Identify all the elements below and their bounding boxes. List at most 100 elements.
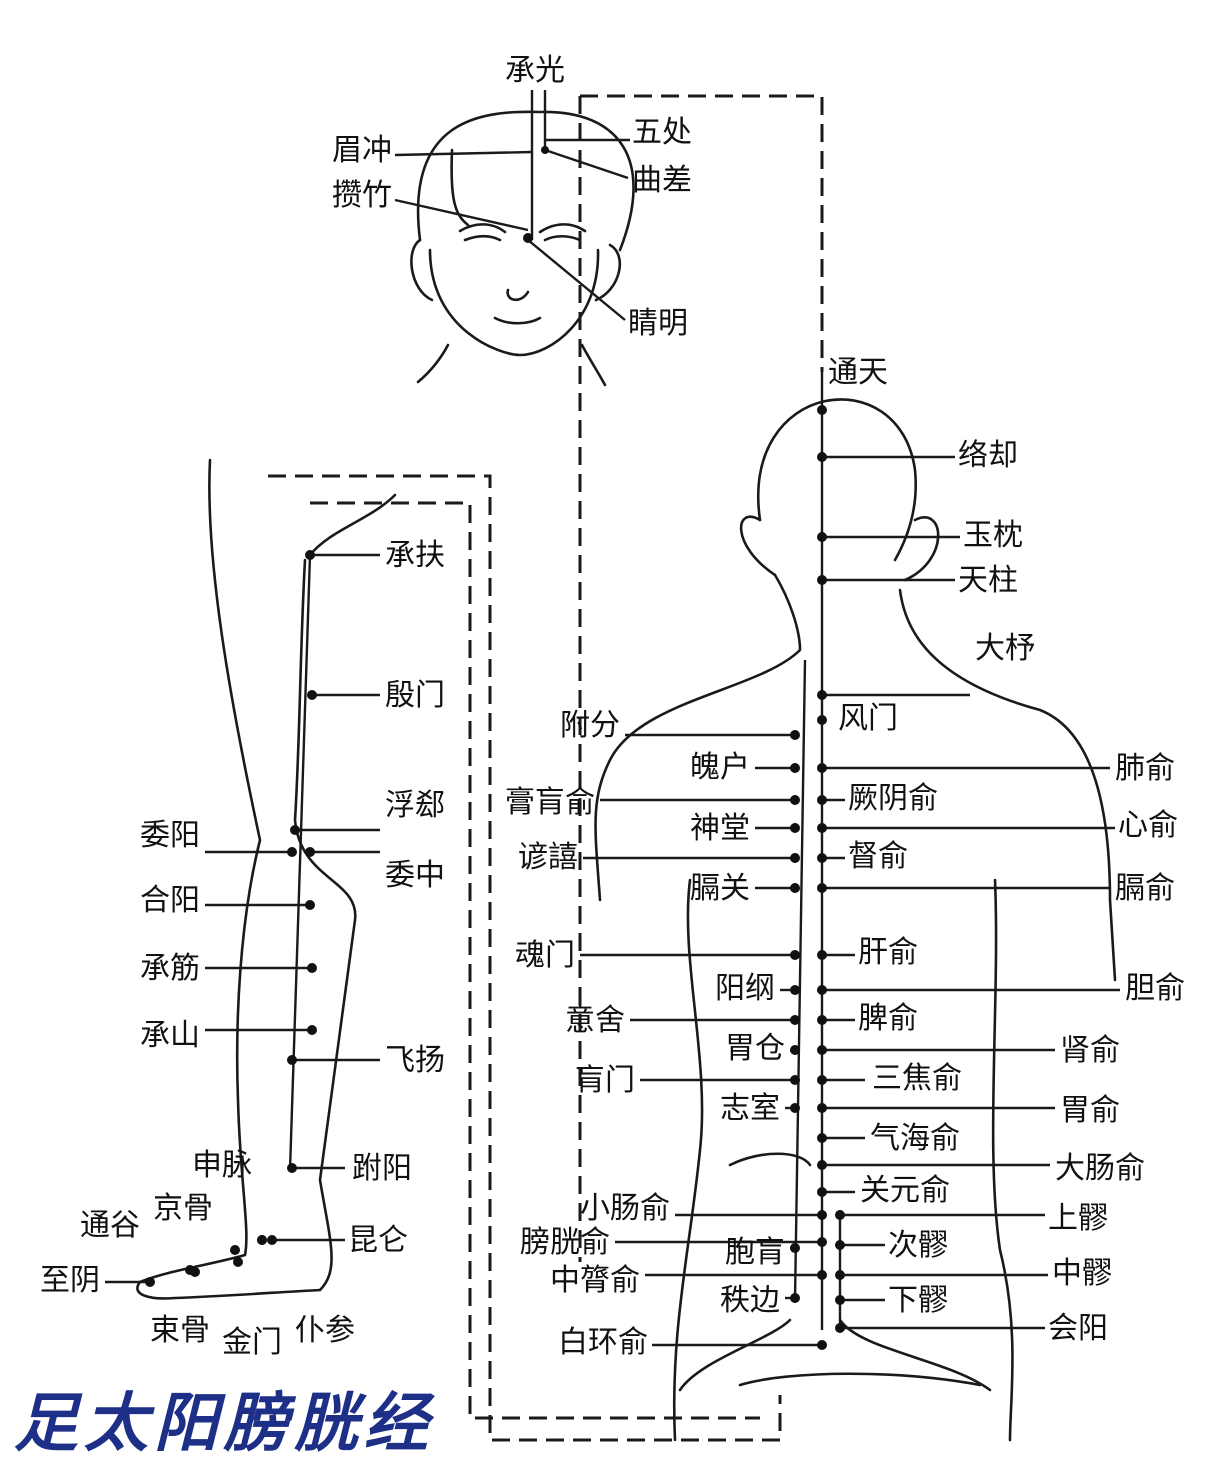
leg-point-13 — [267, 1235, 277, 1245]
back-point-18 — [817, 950, 827, 960]
back-point-40 — [835, 1295, 845, 1305]
leg-label-2: 浮郄 — [385, 788, 445, 823]
leg-label-12: 通谷 — [80, 1208, 140, 1243]
back-point-41 — [817, 1340, 827, 1350]
back-point-0 — [817, 405, 827, 415]
back-label-12: 心俞 — [1118, 808, 1178, 843]
back-point-26 — [817, 1075, 827, 1085]
leg-point-5 — [305, 900, 315, 910]
back-point-34 — [817, 1237, 827, 1247]
head-label-0: 承光 — [505, 53, 565, 88]
back-label-22: 脾俞 — [858, 1001, 918, 1036]
back-label-38: 中髎 — [1052, 1256, 1112, 1291]
back-label-8: 肺俞 — [1115, 751, 1175, 786]
back-label-1: 络却 — [958, 438, 1018, 473]
leg-label-15: 束骨 — [150, 1313, 210, 1348]
leg-label-10: 跗阳 — [352, 1151, 412, 1186]
back-point-29 — [817, 1133, 827, 1143]
back-label-39: 秩边 — [720, 1283, 780, 1318]
back-label-28: 胃俞 — [1060, 1093, 1120, 1128]
back-point-6 — [790, 730, 800, 740]
back-label-15: 膈关 — [690, 871, 750, 906]
back-point-1 — [817, 452, 827, 462]
back-point-17 — [790, 950, 800, 960]
leg-label-4: 委中 — [385, 858, 445, 893]
back-point-5 — [817, 715, 827, 725]
back-label-5: 风门 — [838, 701, 898, 736]
back-point-32 — [817, 1210, 827, 1220]
back-point-25 — [817, 1045, 827, 1055]
back-label-41: 白环俞 — [558, 1325, 648, 1360]
back-point-36 — [835, 1240, 845, 1250]
back-point-16 — [817, 883, 827, 893]
leg-label-1: 殷门 — [385, 678, 445, 713]
leg-label-17: 仆参 — [295, 1313, 355, 1348]
back-point-14 — [817, 853, 827, 863]
head-label-1: 五处 — [632, 115, 692, 150]
leg-point-8 — [287, 1055, 297, 1065]
back-point-33 — [835, 1210, 845, 1220]
back-label-37: 中膂俞 — [550, 1263, 640, 1298]
leg-label-14: 至阴 — [40, 1263, 100, 1298]
back-point-7 — [790, 763, 800, 773]
back-point-12 — [817, 823, 827, 833]
leg-label-0: 承扶 — [385, 538, 445, 573]
back-label-32: 小肠俞 — [580, 1191, 670, 1226]
back-label-2: 玉枕 — [963, 518, 1023, 553]
leg-label-9: 申脉 — [192, 1148, 252, 1183]
back-point-19 — [817, 985, 827, 995]
back-label-21: 意舍 — [565, 1003, 625, 1038]
back-label-7: 魄户 — [690, 750, 750, 785]
back-label-34: 膀胱俞 — [520, 1225, 610, 1260]
back-point-21 — [790, 1015, 800, 1025]
back-label-36: 次髎 — [888, 1228, 948, 1263]
leg-label-3: 委阳 — [140, 818, 200, 853]
back-label-20: 阳纲 — [715, 971, 775, 1006]
head-label-2: 眉冲 — [332, 133, 392, 168]
diagram-title: 足太阳膀胱经 — [14, 1372, 434, 1464]
leg-label-11: 京骨 — [153, 1191, 213, 1226]
back-point-27 — [790, 1103, 800, 1113]
back-label-35: 胞肓 — [725, 1235, 785, 1270]
back-point-9 — [790, 795, 800, 805]
back-label-19: 胆俞 — [1125, 971, 1185, 1006]
back-point-10 — [817, 795, 827, 805]
leg-point-4 — [305, 847, 315, 857]
back-label-14: 督俞 — [848, 839, 908, 874]
back-label-29: 气海俞 — [870, 1121, 960, 1156]
back-label-23: 胃仓 — [725, 1031, 785, 1066]
leg-point-0 — [305, 550, 315, 560]
back-figure — [596, 372, 1115, 1440]
back-label-11: 神堂 — [690, 811, 750, 846]
back-point-2 — [817, 532, 827, 542]
qucha-point — [541, 146, 549, 154]
back-point-13 — [790, 853, 800, 863]
back-point-30 — [817, 1160, 827, 1170]
leg-point-2 — [290, 825, 300, 835]
back-point-22 — [817, 1015, 827, 1025]
leg-point-17 — [257, 1235, 267, 1245]
back-label-24: 肓门 — [575, 1063, 635, 1098]
head-label-4: 攒竹 — [332, 178, 392, 213]
back-point-8 — [817, 763, 827, 773]
back-point-11 — [790, 823, 800, 833]
jingming-point — [523, 233, 533, 243]
leg-label-8: 飞扬 — [385, 1043, 445, 1078]
back-label-0: 通天 — [828, 355, 888, 390]
leg-point-16 — [233, 1257, 243, 1267]
back-point-42 — [835, 1323, 845, 1333]
back-label-4: 大杼 — [975, 631, 1035, 666]
back-point-23 — [790, 1045, 800, 1055]
back-point-4 — [817, 690, 827, 700]
back-label-30: 大肠俞 — [1055, 1151, 1145, 1186]
back-point-24 — [790, 1075, 800, 1085]
back-point-3 — [817, 575, 827, 585]
back-point-28 — [817, 1103, 827, 1113]
leg-label-5: 合阳 — [140, 883, 200, 918]
back-label-18: 肝俞 — [858, 935, 918, 970]
back-label-25: 肾俞 — [1060, 1033, 1120, 1068]
leg-point-10 — [287, 1163, 297, 1173]
leg-point-11 — [230, 1245, 240, 1255]
back-label-26: 三焦俞 — [872, 1061, 962, 1096]
